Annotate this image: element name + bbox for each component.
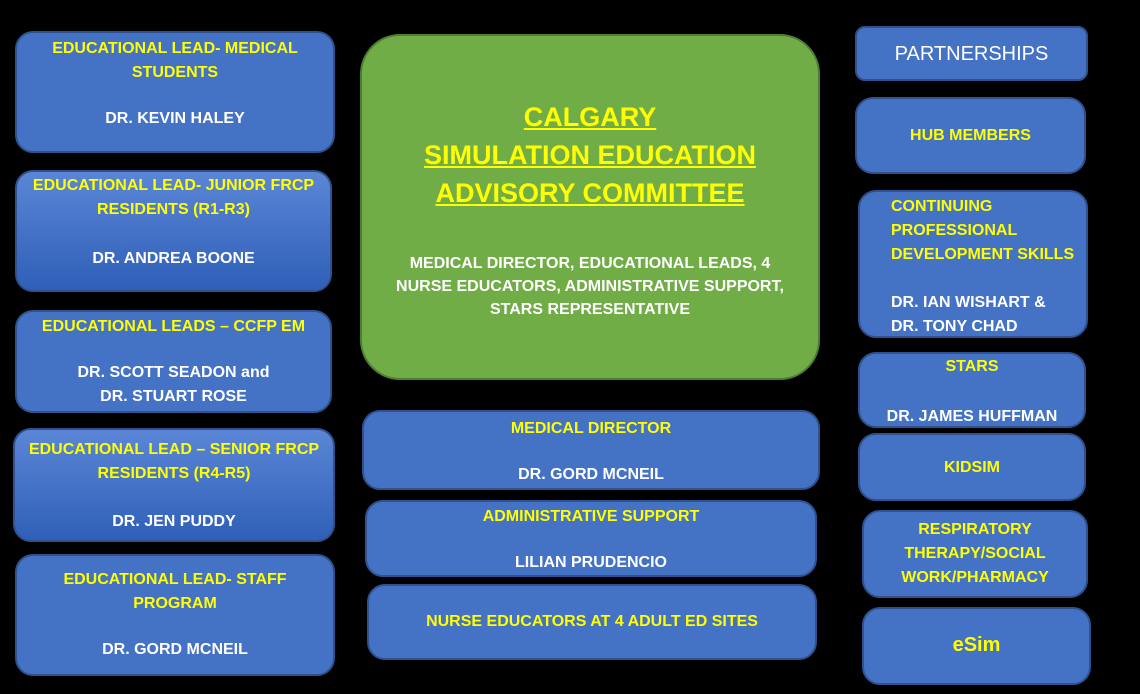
box-title: eSim (952, 634, 1001, 656)
box-title: MEDICAL DIRECTOR (510, 420, 672, 437)
box-title: HUB MEMBERS (910, 127, 1031, 144)
box-title: KIDSIM (944, 459, 1000, 476)
box-title: DEVELOPMENT SKILLS (891, 246, 1075, 263)
advisory-committee-box: CALGARY SIMULATION EDUCATION ADVISORY CO… (360, 34, 820, 380)
partnerships-label: PARTNERSHIPS (894, 43, 1049, 65)
box-name: DR. GORD MCNEIL (102, 641, 248, 658)
ccfp-em-leads-box: EDUCATIONAL LEADS – CCFP EM DR. SCOTT SE… (15, 310, 332, 413)
box-title: NURSE EDUCATORS AT 4 ADULT ED SITES (426, 613, 758, 630)
box-name: DR. GORD MCNEIL (518, 466, 664, 483)
box-title: RESIDENTS (R4-R5) (97, 465, 251, 482)
box-title: RESIDENTS (R1-R3) (97, 201, 250, 218)
box-title: EDUCATIONAL LEAD – SENIOR FRCP (28, 441, 320, 458)
esim-box: eSim (862, 607, 1091, 685)
box-name: DR. IAN WISHART & (891, 294, 1046, 311)
box-title: ADMINISTRATIVE SUPPORT (482, 508, 700, 525)
hub-members-box: HUB MEMBERS (855, 97, 1086, 174)
committee-title-line: CALGARY (523, 102, 657, 132)
stars-box: STARS DR. JAMES HUFFMAN (858, 352, 1086, 428)
senior-frcp-lead-box: EDUCATIONAL LEAD – SENIOR FRCP RESIDENTS… (13, 428, 335, 542)
cpd-skills-box: CONTINUING PROFESSIONAL DEVELOPMENT SKIL… (858, 190, 1088, 338)
staff-program-lead-box: EDUCATIONAL LEAD- STAFF PROGRAM DR. GORD… (15, 554, 335, 676)
medical-director-box: MEDICAL DIRECTOR DR. GORD MCNEIL (362, 410, 820, 490)
respiratory-therapy-box: RESPIRATORY THERAPY/SOCIAL WORK/PHARMACY (862, 510, 1088, 598)
nurse-educators-box: NURSE EDUCATORS AT 4 ADULT ED SITES (367, 584, 817, 660)
box-title: RESPIRATORY (918, 521, 1032, 538)
administrative-support-box: ADMINISTRATIVE SUPPORT LILIAN PRUDENCIO (365, 500, 817, 577)
committee-title: CALGARY SIMULATION EDUCATION ADVISORY CO… (362, 98, 818, 212)
partnerships-box: PARTNERSHIPS (855, 26, 1088, 81)
box-title: WORK/PHARMACY (901, 569, 1049, 586)
box-name: DR. JAMES HUFFMAN (886, 408, 1058, 425)
medical-students-lead-box: EDUCATIONAL LEAD- MEDICAL STUDENTS DR. K… (15, 31, 335, 153)
box-title: PROGRAM (133, 595, 217, 612)
box-title: PROFESSIONAL (891, 222, 1018, 239)
box-title: STUDENTS (131, 64, 219, 81)
committee-title-line: ADVISORY COMMITTEE (435, 178, 745, 208)
box-name: DR. ANDREA BOONE (92, 250, 255, 267)
box-name: DR. TONY CHAD (891, 318, 1018, 335)
box-title: THERAPY/SOCIAL (904, 545, 1046, 562)
box-name: DR. KEVIN HALEY (105, 110, 245, 127)
box-title: CONTINUING (891, 198, 993, 215)
junior-frcp-lead-box: EDUCATIONAL LEAD- JUNIOR FRCP RESIDENTS … (15, 170, 332, 292)
box-title: EDUCATIONAL LEADS – CCFP EM (41, 318, 306, 335)
box-name: DR. STUART ROSE (100, 388, 247, 405)
box-name: LILIAN PRUDENCIO (515, 554, 667, 571)
committee-members: MEDICAL DIRECTOR, EDUCATIONAL LEADS, 4 N… (396, 255, 784, 318)
committee-title-line: SIMULATION EDUCATION (424, 140, 756, 170)
box-name: DR. SCOTT SEADON and (77, 364, 270, 381)
box-title: EDUCATIONAL LEAD- JUNIOR FRCP (32, 177, 315, 194)
kidsim-box: KIDSIM (858, 433, 1086, 501)
box-title: EDUCATIONAL LEAD- MEDICAL (52, 40, 298, 57)
box-title: STARS (945, 358, 999, 375)
box-title: EDUCATIONAL LEAD- STAFF (63, 571, 287, 588)
box-name: DR. JEN PUDDY (112, 513, 236, 530)
